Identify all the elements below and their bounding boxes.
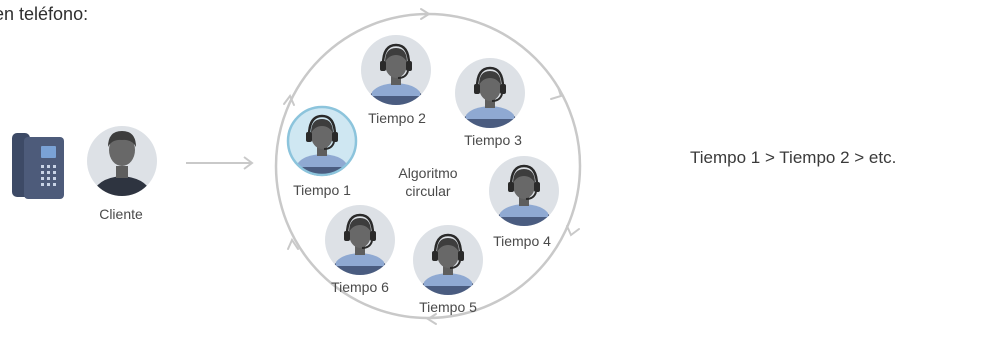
arrow-right-icon bbox=[186, 156, 254, 170]
agent-avatar-2 bbox=[361, 35, 431, 105]
page-heading: en teléfono: bbox=[0, 4, 89, 24]
agent-label-3: Tiempo 3 bbox=[464, 132, 522, 148]
agent-avatar-6 bbox=[325, 205, 395, 275]
desk-phone-icon bbox=[12, 133, 64, 199]
client-avatar-icon bbox=[87, 126, 157, 196]
agent-label-1: Tiempo 1 bbox=[293, 182, 351, 198]
agent-label-6: Tiempo 6 bbox=[331, 279, 389, 295]
agent-avatar-3 bbox=[455, 58, 525, 128]
routing-order-text: Tiempo 1 > Tiempo 2 > etc. bbox=[690, 148, 897, 167]
agent-avatar-4 bbox=[489, 156, 559, 226]
agent-label-5: Tiempo 5 bbox=[419, 299, 477, 315]
agent-label-4: Tiempo 4 bbox=[493, 233, 551, 249]
agent-avatar-5 bbox=[413, 225, 483, 295]
cycle-arrow-icon bbox=[283, 8, 580, 325]
algorithm-label: Algoritmo circular bbox=[398, 164, 457, 200]
algorithm-label-line2: circular bbox=[405, 183, 451, 199]
agent-label-2: Tiempo 2 bbox=[368, 110, 426, 126]
agent-avatar-1 bbox=[286, 105, 358, 177]
algorithm-label-line1: Algoritmo bbox=[398, 165, 458, 181]
client-label: Cliente bbox=[99, 206, 143, 222]
